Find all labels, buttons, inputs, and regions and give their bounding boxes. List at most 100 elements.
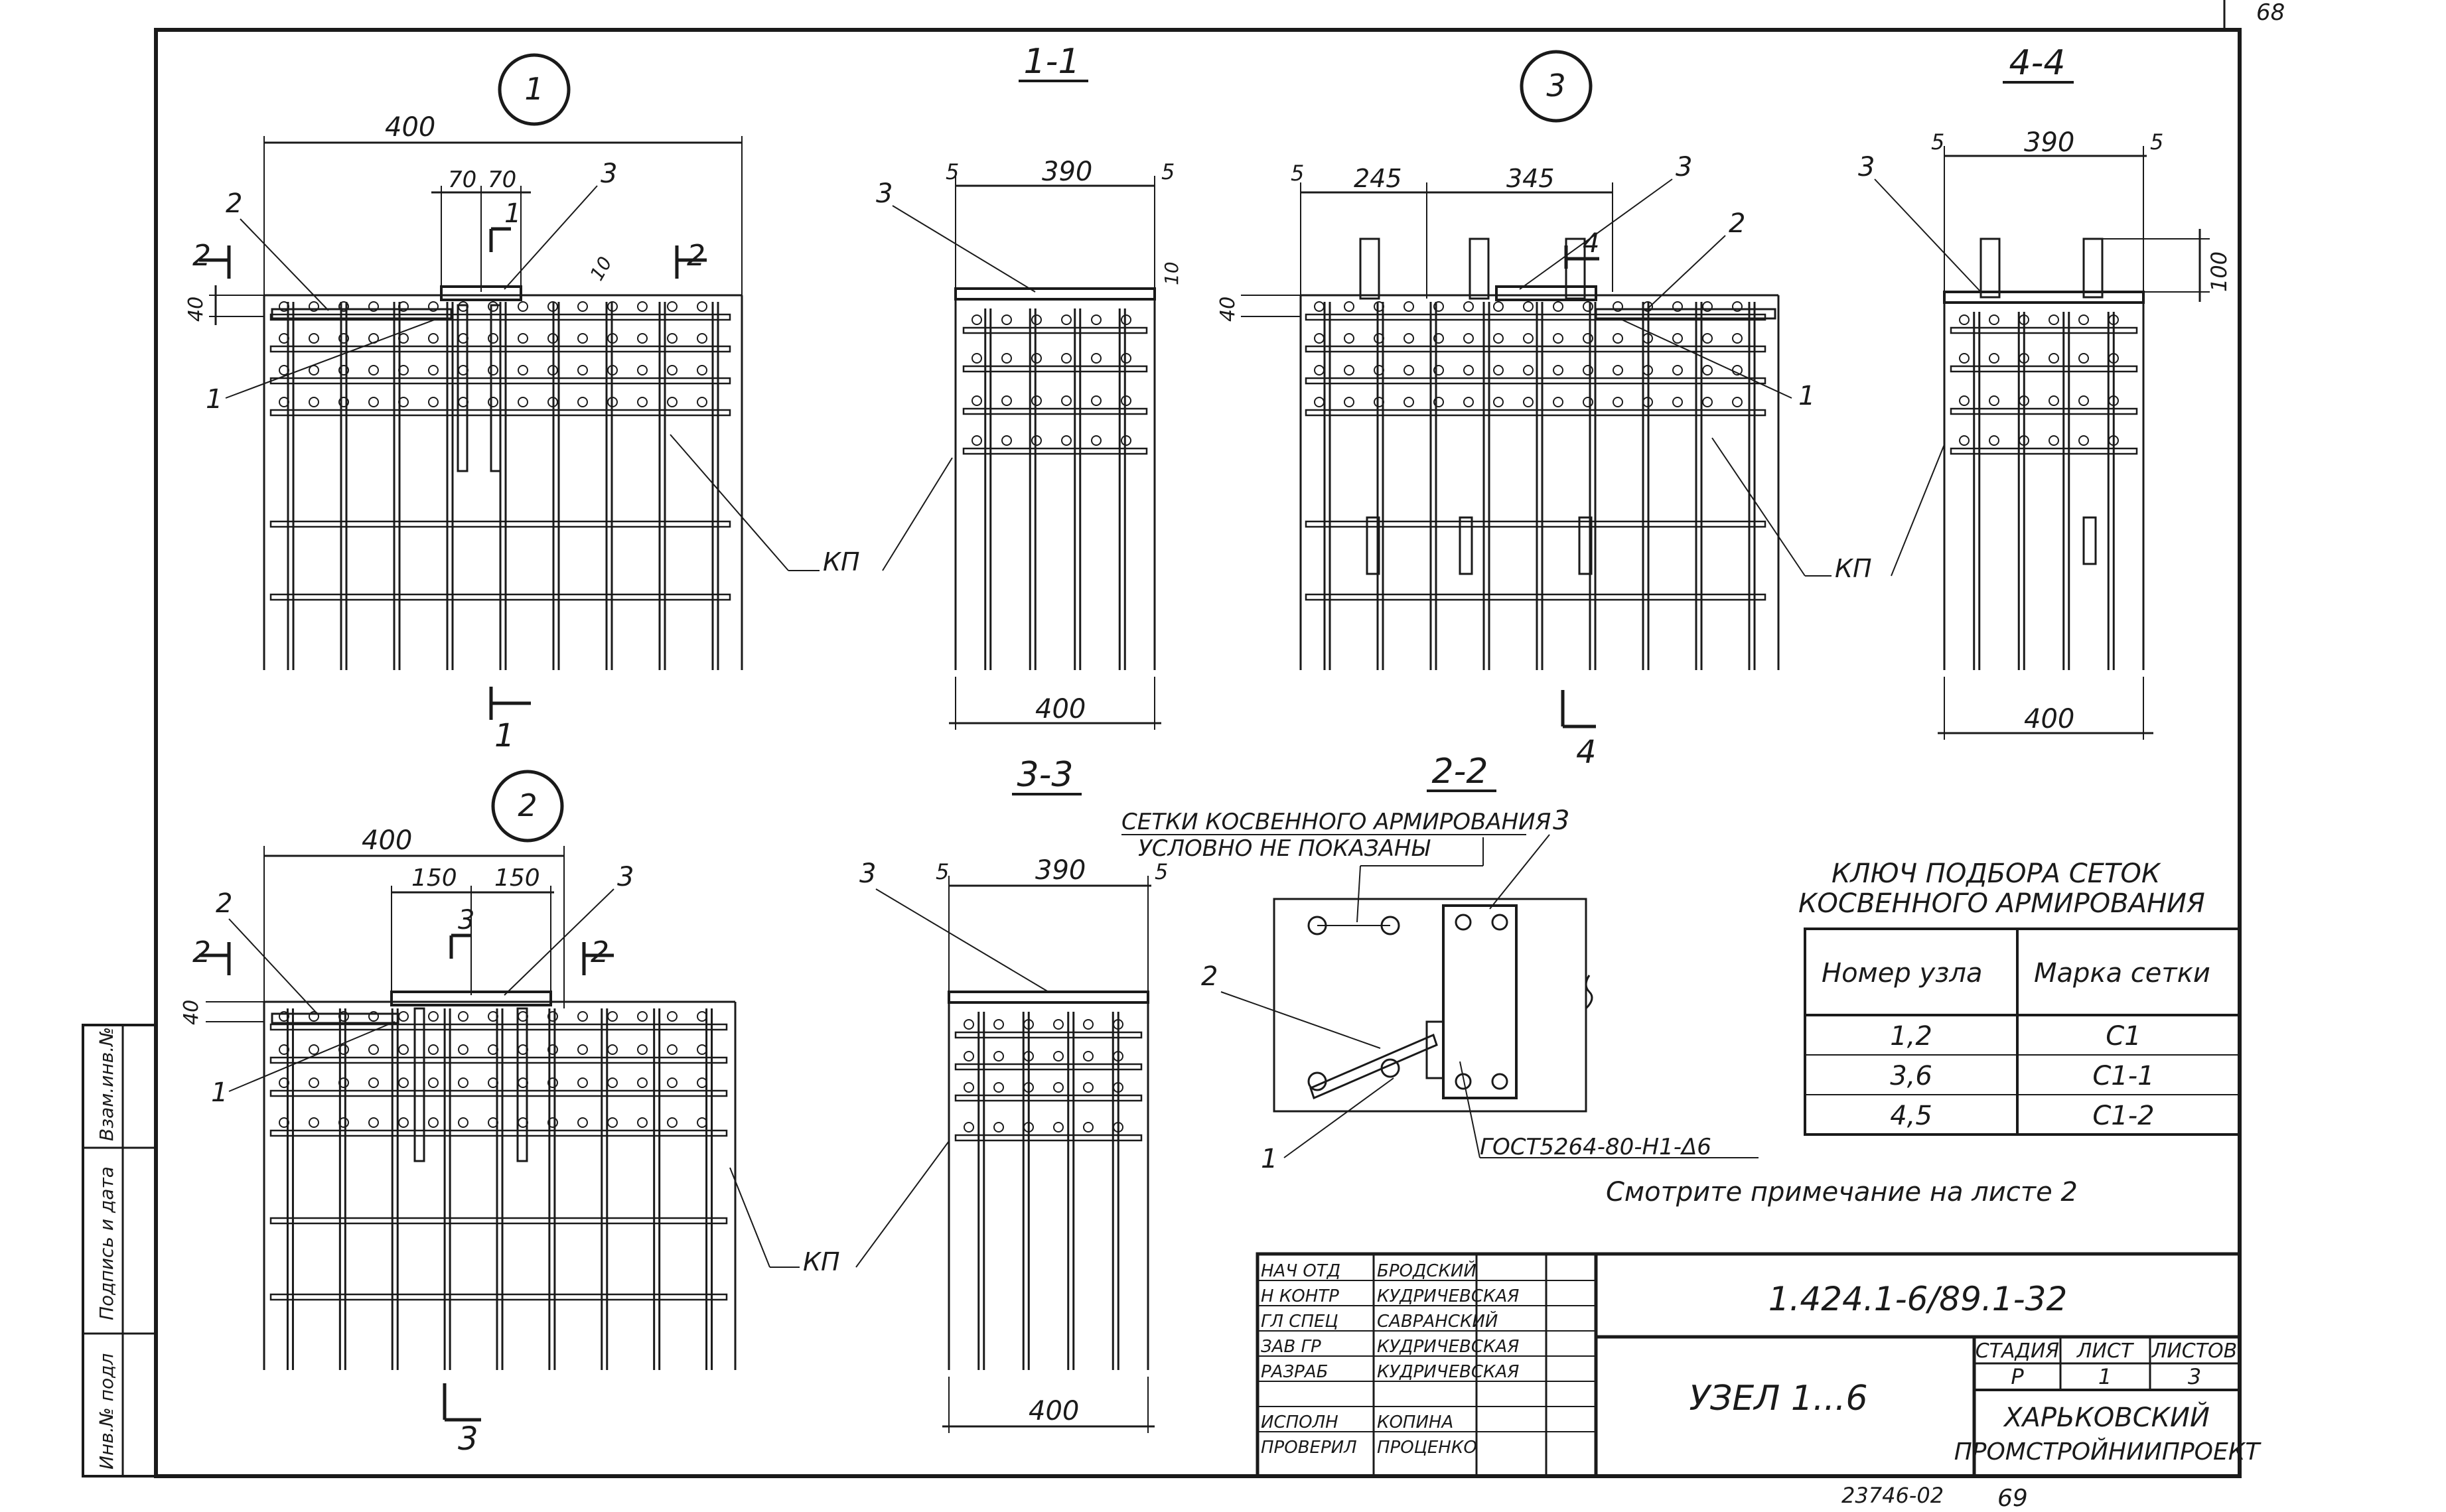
rebar-dot bbox=[428, 1117, 439, 1128]
sheet-number: 68 bbox=[2256, 0, 2285, 26]
rebar-dot bbox=[547, 1077, 558, 1088]
tie-bar bbox=[269, 1056, 728, 1064]
key-row-1-node: 1,2 bbox=[1890, 1021, 1932, 1052]
rebar-dot bbox=[398, 1011, 409, 1022]
rebar-dot bbox=[309, 1044, 319, 1055]
rebar-dot bbox=[309, 1011, 319, 1022]
signature-role: Н КОНТР bbox=[1261, 1286, 1339, 1306]
rebar-dot bbox=[637, 1011, 648, 1022]
rebar-dot bbox=[637, 1044, 648, 1055]
rebar-dot bbox=[667, 1044, 678, 1055]
note-22-line1: СЕТКИ КОСВЕННОГО АРМИРОВАНИЯ bbox=[1121, 809, 1551, 835]
rebar-dot bbox=[398, 1077, 409, 1088]
rebar-dot bbox=[697, 301, 707, 312]
rebar-dot bbox=[547, 301, 558, 312]
rebar-dot bbox=[993, 1122, 1004, 1133]
tie-bar bbox=[1305, 313, 1766, 321]
rebar-dot bbox=[1583, 365, 1593, 376]
rebar-dot bbox=[1403, 333, 1414, 344]
tie-bar bbox=[1305, 593, 1766, 601]
signature-name: БРОДСКИЙ bbox=[1377, 1260, 1476, 1281]
rebar-dot bbox=[279, 365, 289, 376]
rebar-dot bbox=[1121, 353, 1131, 364]
callout-v1-kp: КП bbox=[823, 547, 860, 577]
rebar-dot bbox=[368, 301, 379, 312]
rebar-dot bbox=[1001, 314, 1012, 325]
rebar-dot bbox=[1433, 301, 1444, 312]
rebar-dot bbox=[368, 397, 379, 407]
rebar-dot bbox=[1023, 1019, 1034, 1030]
rebar-dot bbox=[309, 397, 319, 407]
rebar-dot bbox=[697, 1044, 707, 1055]
rebar-dot bbox=[971, 353, 982, 364]
rebar-dot bbox=[518, 301, 528, 312]
rebar-dot bbox=[2078, 314, 2089, 325]
section-title-4-4: 4-4 bbox=[2009, 43, 2066, 83]
stage-val-2: 1 bbox=[2098, 1364, 2112, 1389]
rebar-dot bbox=[518, 333, 528, 344]
rebar-dot bbox=[428, 1011, 439, 1022]
weld-spec: ГОСТ5264-80-Н1-Δ6 bbox=[1480, 1134, 1711, 1160]
rebar-dot bbox=[1989, 435, 1999, 446]
sheet-frame bbox=[154, 28, 2242, 1478]
rebar-dot bbox=[607, 1011, 618, 1022]
callout-v1-1: 1 bbox=[206, 384, 222, 415]
tie-bar bbox=[269, 1129, 728, 1137]
dim-s44-bottom: 400 bbox=[2024, 704, 2074, 734]
callout-v1-2: 2 bbox=[226, 188, 242, 219]
rebar-dot bbox=[1001, 353, 1012, 364]
section-title-1-1: 1-1 bbox=[1024, 42, 1080, 82]
rebar-dot bbox=[1613, 365, 1623, 376]
rebar-dot bbox=[368, 1011, 379, 1022]
key-row-3-mark: С1-2 bbox=[2092, 1101, 2154, 1131]
rebar-dot bbox=[1374, 365, 1384, 376]
rebar-dot bbox=[577, 365, 588, 376]
view-node-2: 400 150 150 40 2 2 3 3 2 3 1 КП bbox=[180, 825, 950, 1458]
rebar-dot bbox=[1433, 365, 1444, 376]
dim-s11-h10: 10 bbox=[1161, 261, 1183, 285]
rebar-dot bbox=[1553, 333, 1563, 344]
tie-bar bbox=[269, 1293, 728, 1301]
rebar-dot bbox=[458, 1011, 468, 1022]
mark-v1-2-right: 2 bbox=[687, 239, 705, 273]
tie-bar bbox=[962, 407, 1148, 415]
callout-s22-2: 2 bbox=[1201, 961, 1218, 992]
rebar-dot bbox=[1642, 365, 1653, 376]
rebar-dot bbox=[398, 397, 409, 407]
stage-head-1: СТАДИЯ bbox=[1976, 1340, 2060, 1363]
dim-s33-e1: 5 bbox=[936, 859, 949, 884]
rebar-dot bbox=[1989, 314, 1999, 325]
rebar-dot bbox=[1613, 397, 1623, 407]
rebar-dot bbox=[1023, 1122, 1034, 1133]
rebar-dot bbox=[607, 1117, 618, 1128]
rebar-dot bbox=[1493, 397, 1504, 407]
key-header-node: Номер узла bbox=[1822, 958, 1982, 989]
rebar-dot bbox=[338, 1011, 349, 1022]
mark-v1-1-top: 1 bbox=[504, 198, 521, 229]
angle-2 bbox=[271, 308, 453, 320]
dim-s44-h100: 100 bbox=[2206, 251, 2232, 292]
rebar-dot bbox=[309, 365, 319, 376]
rebar-dot bbox=[1001, 395, 1012, 406]
dim-v2-a: 150 bbox=[411, 864, 457, 892]
rebar-dot bbox=[309, 1117, 319, 1128]
rebar-dot bbox=[338, 397, 349, 407]
rebar-dot bbox=[428, 365, 439, 376]
vertical-rebars bbox=[984, 309, 1126, 670]
tie-bar bbox=[1305, 520, 1766, 528]
bottom-page: 69 bbox=[1997, 1485, 2028, 1512]
rebar-dot bbox=[368, 1117, 379, 1128]
rebar-dot bbox=[964, 1122, 974, 1133]
rebar-dot bbox=[577, 333, 588, 344]
rebar-dot bbox=[1031, 395, 1042, 406]
rebar-dot bbox=[338, 301, 349, 312]
section-title-2-2: 2-2 bbox=[1432, 752, 1488, 791]
rebar-dot bbox=[697, 397, 707, 407]
rebar-dot bbox=[1989, 353, 1999, 364]
key-title-1: КЛЮЧ ПОДБОРА СЕТОК bbox=[1832, 859, 2161, 889]
tie-bar bbox=[1950, 447, 2138, 455]
rebar-dot bbox=[2019, 435, 2029, 446]
rebar-dot bbox=[667, 1011, 678, 1022]
node-circle-2: 2 bbox=[491, 770, 564, 843]
